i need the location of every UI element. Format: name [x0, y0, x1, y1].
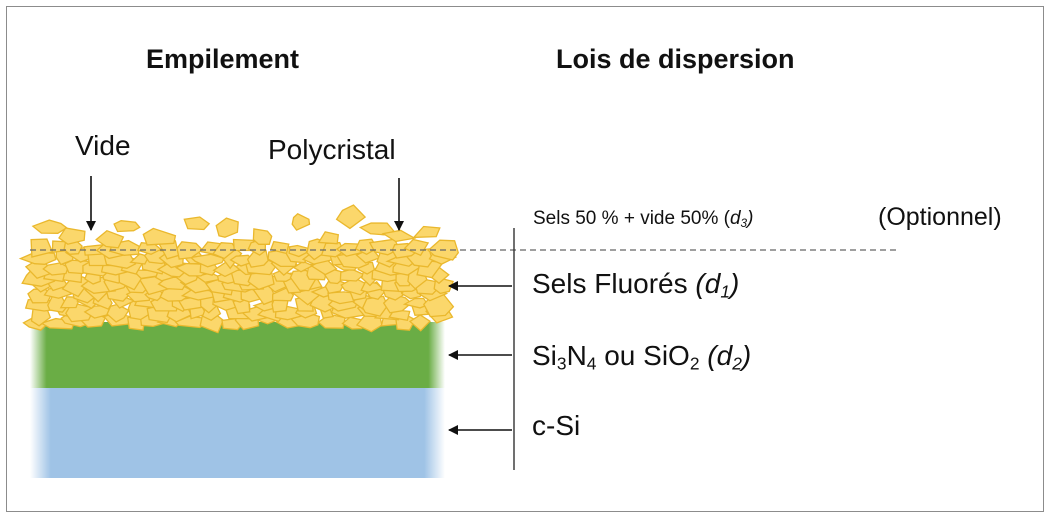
crystal-fragment [288, 244, 309, 258]
crystal-fragment [381, 229, 417, 243]
crystal-fragment [252, 228, 273, 245]
crystal-fragment [30, 238, 54, 258]
crystal-fragment [335, 204, 367, 230]
crystal-fragment [183, 216, 211, 231]
crystal-fragment [292, 260, 314, 273]
crystal-fragment [58, 227, 86, 245]
crystal-fragment [95, 229, 125, 249]
crystal-fragment [361, 295, 389, 317]
crystal-fragment [142, 227, 177, 246]
csi-layer-label: c-Si [532, 410, 581, 441]
crystal-fragment [403, 238, 430, 257]
c-si-layer [30, 386, 445, 478]
crystal-fragment [339, 268, 366, 282]
crystal-fragment [291, 213, 311, 231]
crystal-fragment [189, 253, 226, 268]
crystal-fragment [113, 220, 141, 233]
crystal-fragment [18, 251, 57, 265]
polycrystal-label: Polycristal [268, 134, 396, 165]
stack-header: Empilement [146, 44, 300, 74]
crystal-fragment [317, 231, 340, 245]
crystal-fragment [382, 293, 413, 314]
void-label: Vide [75, 130, 131, 161]
crystal-fragment [402, 297, 429, 309]
crystal-fragment [215, 217, 239, 238]
dielectric-layer [30, 322, 445, 388]
fluoride-layer-label: Sels Fluorés (d1) [532, 268, 740, 302]
polycrystal-layer [18, 204, 460, 334]
crystal-fragment [412, 225, 441, 239]
dispersion-header: Lois de dispersion [556, 44, 795, 74]
figure-frame [6, 6, 1044, 512]
crystal-fragment [360, 280, 385, 293]
dielectric-layer-label: Si3N4 ou SiO2 (d2) [532, 340, 752, 374]
optional-layer-label: Sels 50 % + vide 50% (d3) [533, 208, 754, 230]
optional-note: (Optionnel) [878, 203, 1002, 231]
crystal-fragment [31, 219, 68, 234]
crystal-fragment [176, 241, 204, 260]
